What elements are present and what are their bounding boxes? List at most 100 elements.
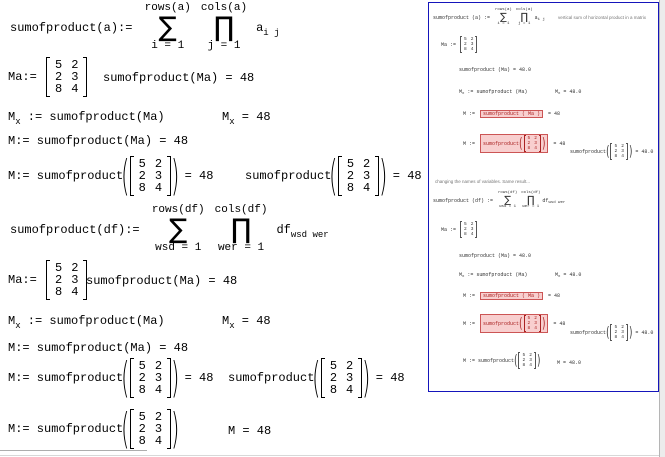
matrix-cell: 8 — [346, 181, 355, 195]
summation-upper-limit: rows(df) — [498, 191, 518, 195]
matrix-left-bracket — [320, 358, 325, 398]
pi-icon: ∏ — [520, 12, 529, 23]
expr-m-result[interactable]: M = 48 — [228, 424, 271, 438]
result-text: = 48 — [545, 111, 561, 117]
variable-m: M — [8, 110, 16, 124]
matrix-cell: 4 — [621, 335, 624, 340]
preview-panel[interactable]: sumofproduct (a) := rows(a) ∑ i = 1 cols… — [428, 2, 659, 392]
expr-mx-result-2[interactable]: M x = 48 — [222, 314, 271, 331]
expression-text: M:= sumofproduct(Ma) = 48 — [8, 341, 189, 355]
operand: df — [542, 197, 549, 204]
panel-expr-sop-ma-result-2: sumofproduct (Ma) = 48.0 — [459, 253, 531, 259]
right-paren: ) — [628, 143, 633, 160]
matrix-cell: 2 — [522, 358, 526, 363]
result-text: sumofproduct(Ma) = 48 — [86, 274, 238, 288]
operand: df — [276, 222, 291, 237]
matrix-cell: 4 — [470, 232, 474, 237]
matrix-cell: 4 — [154, 434, 163, 448]
expr-mx-assignment-2[interactable]: M x := sumofproduct(Ma) — [8, 314, 165, 331]
matrix-cell: 2 — [534, 316, 537, 321]
result-text: = 48 — [550, 140, 566, 147]
matrix-cell: 4 — [154, 383, 163, 397]
variable-subscript-x: x — [229, 321, 235, 331]
panel-expr-m-highlighted-2: M := sumofproduct ( Ma ) = 48 — [463, 292, 560, 300]
expr-definition-sumofproduct-a[interactable]: sumofproduct(a):= rows(a) ∑ i = 1 cols(a… — [10, 2, 279, 53]
matrix-cell: 8 — [614, 154, 618, 159]
left-paren: ( — [121, 404, 130, 453]
summation-lower-limit: wsd = 1 — [155, 242, 202, 254]
assignment-text: := sumofproduct(Ma) — [20, 110, 165, 124]
product-lower-limit: j = 1 — [207, 40, 241, 52]
matrix-cell: 3 — [529, 358, 532, 363]
panel-expr-mx-result-2: M x = 48.0 — [555, 272, 582, 279]
assignment-text: := sumofproduct(Ma) — [20, 314, 165, 328]
expr-mx-result[interactable]: M x = 48 — [222, 110, 271, 127]
expr-sop-ma-result-2[interactable]: sumofproduct(Ma) = 48 — [86, 274, 237, 288]
matrix-cell: 2 — [154, 359, 163, 373]
product-lower-limit: j = 1 — [518, 22, 531, 26]
expr-m-assignment-result-2[interactable]: M:= sumofproduct(Ma) = 48 — [8, 341, 188, 355]
summation-operator: rows(df) ∑ wsd = 1 — [498, 191, 517, 210]
expr-sop-ma-result[interactable]: sumofproduct(Ma) = 48 — [103, 71, 254, 85]
matrix-cell: 2 — [621, 325, 624, 330]
left-paren: ( — [606, 324, 610, 341]
matrix-cell: 4 — [621, 154, 624, 159]
result-text: = 48.0 — [632, 148, 654, 155]
matrix-cell: 2 — [470, 37, 474, 42]
assignment-text: := sumofproduct (Ma) — [464, 272, 528, 278]
right-paren: ) — [542, 315, 546, 332]
definition-lhs: sumofproduct(a):= — [10, 20, 140, 35]
matrix-cell: 5 — [55, 261, 63, 275]
variable-m: M — [555, 272, 559, 278]
left-paren: ( — [121, 151, 130, 200]
sigma-icon: ∑ — [169, 214, 188, 245]
panel-expr-m-result: M = 48.0 — [557, 360, 581, 366]
matrix-cell: 3 — [621, 330, 624, 335]
variable-m: M — [222, 314, 230, 328]
vertical-scrollbar[interactable] — [659, 0, 665, 457]
definition-lhs: sumofproduct(df):= — [10, 222, 147, 237]
variable-m: M — [555, 89, 559, 95]
expression-prefix: M := — [463, 293, 479, 299]
summation-operator: rows(a) ∑ i = 1 — [145, 2, 191, 53]
matrix-cell: 3 — [363, 169, 371, 183]
expr-mx-assignment[interactable]: M x := sumofproduct(Ma) — [8, 110, 165, 127]
matrix-cell: 2 — [138, 422, 146, 436]
product-operator: cols(df) ∏ wer = 1 — [521, 191, 540, 210]
expr-definition-sumofproduct-df[interactable]: sumofproduct(df):= rows(df) ∑ wsd = 1 co… — [10, 204, 329, 255]
matrix-cell: 4 — [529, 363, 532, 368]
highlighted-text: sumofproduct ( Ma ) — [483, 111, 541, 117]
result-text: = 48 — [177, 371, 214, 385]
operand-subscript: wsd wer — [290, 229, 329, 240]
matrix-cell: 5 — [614, 144, 618, 149]
matrix-left-bracket — [46, 260, 51, 300]
matrix-cell: 8 — [329, 383, 338, 397]
ma-label: Ma := — [441, 41, 460, 48]
matrix-cell: 2 — [71, 58, 79, 72]
matrix-cell: 8 — [522, 363, 526, 368]
matrix-cell: 5 — [464, 37, 467, 42]
matrix-left-bracket — [129, 358, 134, 398]
expr-m-assignment-result[interactable]: M:= sumofproduct(Ma) = 48 — [8, 134, 188, 148]
right-paren: ) — [362, 353, 371, 402]
result-text: = 48.0 — [560, 272, 582, 278]
variable-subscript-x: x — [558, 92, 561, 96]
variable-subscript-x: x — [15, 321, 21, 331]
